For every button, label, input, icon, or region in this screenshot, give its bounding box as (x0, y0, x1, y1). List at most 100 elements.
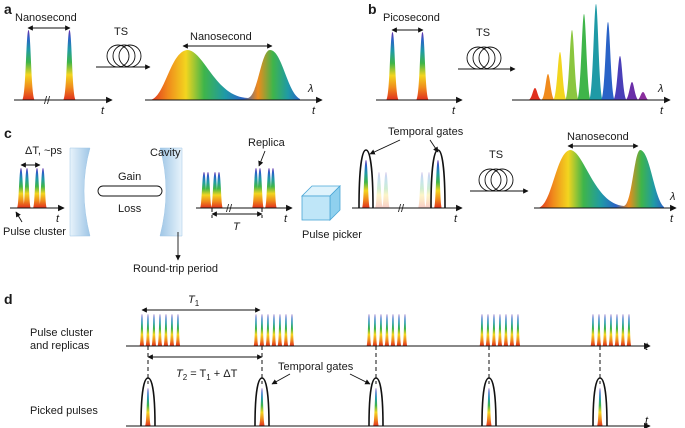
picked-pulse (373, 388, 379, 426)
panel-c-picker-t-label: t (454, 213, 458, 225)
cluster-pulse (497, 314, 503, 346)
panel-c-gated-pulses-left (358, 149, 390, 209)
cluster-pulse (283, 314, 289, 346)
panel-c-t-label-2: t (670, 213, 674, 225)
pulse-cluster-replicas (139, 314, 632, 346)
picked-pulse (597, 388, 603, 426)
delta-t-label: ΔT, ~ps (25, 145, 63, 157)
pulse-picker-label: Pulse picker (302, 229, 362, 241)
cluster-pulse (479, 314, 485, 346)
period-label: T (233, 221, 241, 233)
fiber-coil-icon (470, 168, 529, 194)
panel-a-t-label: t (101, 105, 105, 117)
cavity-output-pulses-first (200, 172, 223, 208)
axis-break-mark: // (398, 203, 405, 215)
panel-c-stretched-pulses (538, 150, 664, 208)
panel-c-ts-label: TS (489, 149, 503, 161)
cluster-pulse (169, 314, 175, 346)
temporal-gate (481, 377, 497, 427)
cluster-pulse (175, 314, 181, 346)
fiber-coil-icon (96, 44, 151, 70)
panel-b-picosecond-label: Picosecond (383, 12, 440, 24)
cluster-pulse (515, 314, 521, 346)
cavity-label: Cavity (150, 147, 181, 159)
pulse-cluster-pointer (15, 211, 23, 223)
pulse-cluster-label: Pulse cluster (3, 226, 66, 238)
cluster-pulse (289, 314, 295, 346)
panel-d-temporal-gates-label: Temporal gates (278, 361, 354, 373)
temporal-gate-pointer-left (369, 139, 401, 155)
panel-d-gate-pointer-right (349, 373, 371, 385)
cluster-pulse (596, 314, 602, 346)
cavity-mirror-icon (159, 147, 183, 237)
temporal-gate (140, 377, 156, 427)
cluster-pulse (620, 314, 626, 346)
cluster-pulse (151, 314, 157, 346)
panel-d-gate-pointer-left (271, 373, 291, 385)
cavity-output-pulses-replica (252, 168, 277, 208)
panel-c-nanosecond-label: Nanosecond (567, 131, 629, 143)
row2-label: Picked pulses (30, 405, 98, 417)
replica-pointer (258, 150, 266, 167)
row1-label-line2: and replicas (30, 340, 90, 352)
row1-label-line1: Pulse cluster (30, 327, 93, 339)
cluster-pulse (372, 314, 378, 346)
t1-label: T1 (188, 294, 200, 308)
pulse-cluster (17, 168, 47, 208)
panel-a-lambda-label: λ (307, 83, 313, 95)
panel-a-output-nanosecond-label: Nanosecond (190, 31, 252, 43)
temporal-gate (592, 377, 608, 427)
cluster-pulse (378, 314, 384, 346)
fiber-coil-icon (458, 46, 516, 72)
pulse-picker-box-icon (301, 185, 341, 221)
cluster-pulse (259, 314, 265, 346)
cluster-pulse (396, 314, 402, 346)
replica-label: Replica (248, 137, 286, 149)
panel-c-lambda-label: λ (669, 191, 675, 203)
cluster-pulse (590, 314, 596, 346)
cluster-pulse (157, 314, 163, 346)
cavity-loop-icon (97, 185, 163, 197)
panel-c-gated-pulses-right (418, 149, 446, 209)
cluster-pulse (271, 314, 277, 346)
panel-b-input-pulse-left (386, 32, 399, 100)
temporal-gate (368, 377, 384, 427)
cluster-pulse (503, 314, 509, 346)
panel-a-ts-label: TS (114, 26, 128, 38)
picked-pulses (140, 377, 608, 427)
temporal-gate (254, 377, 270, 427)
loss-label: Loss (118, 203, 142, 215)
panel-d-label: d (4, 291, 13, 307)
picked-pulse (145, 388, 151, 426)
picked-pulse (486, 388, 492, 426)
cluster-pulse (145, 314, 151, 346)
cluster-pulse (390, 314, 396, 346)
gain-label: Gain (118, 171, 141, 183)
cluster-pulse (277, 314, 283, 346)
cluster-pulse (491, 314, 497, 346)
panel-b-input-pulse-right (416, 32, 429, 100)
panel-a-nanosecond-label: Nanosecond (15, 12, 77, 24)
cluster-pulse (384, 314, 390, 346)
cluster-pulse (265, 314, 271, 346)
panel-a-label: a (4, 1, 12, 17)
panel-a-t-label-2: t (312, 105, 316, 117)
cluster-pulse (139, 314, 145, 346)
panel-b-lambda-label: λ (657, 83, 663, 95)
cluster-pulse (402, 314, 408, 346)
cluster-pulse (366, 314, 372, 346)
panel-c-cluster-t-label: t (56, 213, 60, 225)
cluster-pulse (626, 314, 632, 346)
panel-b-dispersed-spectrum (528, 4, 649, 100)
cluster-pulse (602, 314, 608, 346)
cluster-pulse (608, 314, 614, 346)
picked-pulse (259, 388, 265, 426)
panel-a-input-pulse-right (63, 30, 76, 100)
cluster-pulse (614, 314, 620, 346)
round-trip-label: Round-trip period (133, 263, 218, 275)
panel-a-stretched-pulses (150, 50, 300, 100)
panel-b-label: b (368, 1, 377, 17)
panel-c-cavity-t-label: t (284, 213, 288, 225)
cluster-pulse (509, 314, 515, 346)
